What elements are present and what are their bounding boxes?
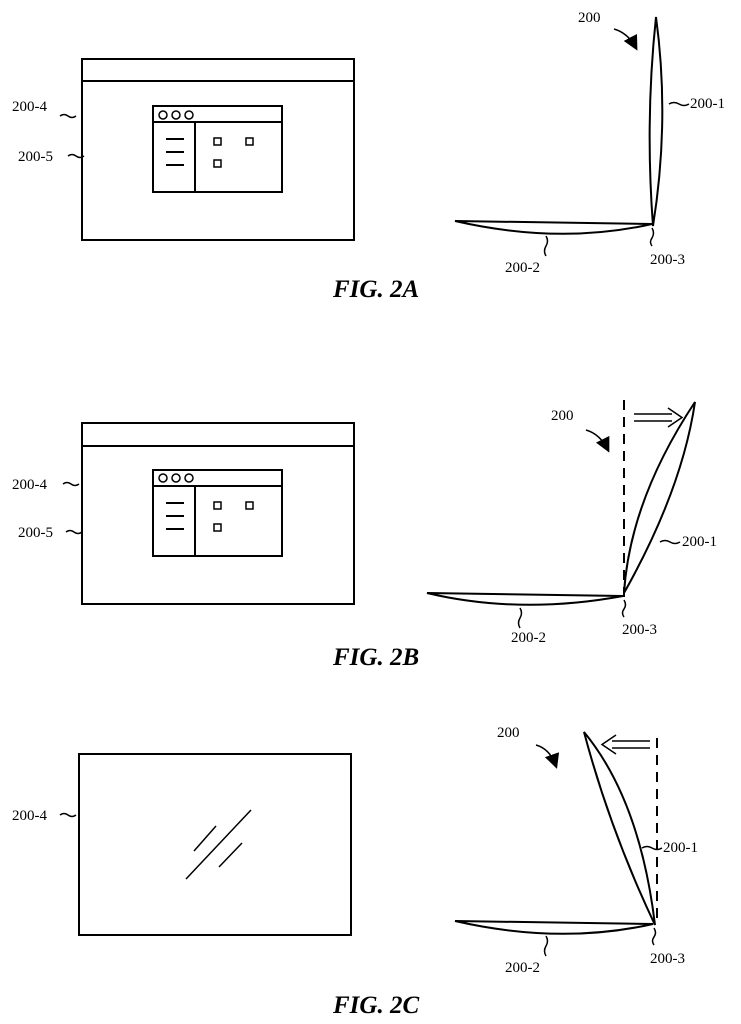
hinge-label: 200-3: [622, 622, 657, 638]
device-label: 200: [551, 408, 574, 424]
laptop-base: [455, 921, 653, 934]
device-arrow: [614, 29, 636, 48]
laptop-side-view: [455, 732, 657, 934]
display-screen: [82, 423, 354, 604]
window-control-icon: [172, 474, 180, 482]
lid-label: 200-1: [663, 840, 698, 856]
close-direction-arrow-icon: [602, 735, 650, 754]
device-arrow: [536, 745, 556, 766]
window-label: 200-5: [18, 149, 53, 165]
base-label: 200-2: [511, 630, 546, 646]
file-icon: [246, 138, 253, 145]
app-window: [153, 470, 282, 556]
figure-caption: FIG. 2B: [332, 644, 419, 671]
open-direction-arrow-icon: [634, 408, 682, 427]
figure-caption: FIG. 2C: [332, 992, 419, 1019]
file-icon: [214, 524, 221, 531]
display-label: 200-4: [12, 808, 47, 824]
lid-label: 200-1: [690, 96, 725, 112]
screen-glare-icon: [219, 843, 242, 867]
figure-2b: 200-4 200-5 200 200-1 200-2 200-3 FIG. 2…: [12, 400, 717, 671]
screen-glare-icon: [194, 826, 216, 851]
device-label: 200: [578, 10, 601, 26]
window-control-icon: [172, 111, 180, 119]
display-screen: [82, 59, 354, 240]
file-icon: [214, 502, 221, 509]
display-label: 200-4: [12, 99, 47, 115]
base-label: 200-2: [505, 960, 540, 976]
window-control-icon: [159, 474, 167, 482]
figure-caption: FIG. 2A: [332, 276, 419, 303]
window-control-icon: [185, 111, 193, 119]
hinge-label: 200-3: [650, 252, 685, 268]
laptop-side-view: [427, 400, 695, 605]
laptop-lid: [650, 17, 663, 226]
file-icon: [214, 160, 221, 167]
window-control-icon: [185, 474, 193, 482]
display-screen: [79, 754, 351, 935]
app-window: [153, 106, 282, 192]
figure-2c: 200-4 200 200-1 200-2 200-3 FIG. 2C: [12, 725, 698, 1019]
file-icon: [214, 138, 221, 145]
window-control-icon: [159, 111, 167, 119]
file-icon: [246, 502, 253, 509]
lid-label: 200-1: [682, 534, 717, 550]
base-label: 200-2: [505, 260, 540, 276]
hinge-label: 200-3: [650, 951, 685, 967]
laptop-side-view: [455, 17, 662, 234]
laptop-lid: [584, 732, 655, 925]
window-label: 200-5: [18, 525, 53, 541]
laptop-lid: [624, 402, 695, 593]
figure-2a: 200-4 200-5 200 200-1 200-2 200-3 FIG. 2…: [12, 10, 725, 303]
device-arrow: [586, 430, 608, 450]
device-label: 200: [497, 725, 520, 741]
laptop-base: [455, 221, 652, 234]
laptop-base: [427, 593, 623, 605]
display-label: 200-4: [12, 477, 47, 493]
